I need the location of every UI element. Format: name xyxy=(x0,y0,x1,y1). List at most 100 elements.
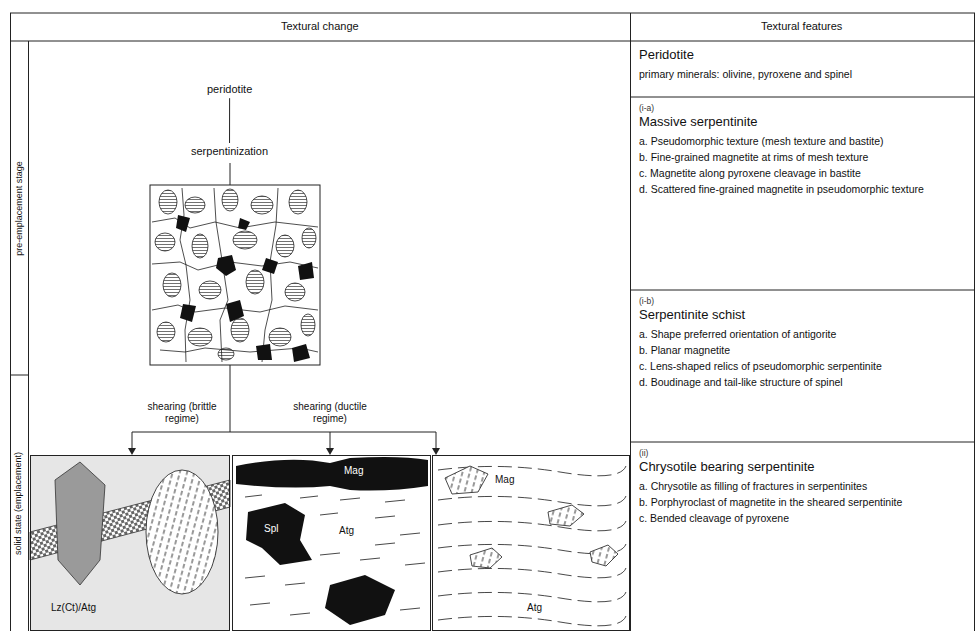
ductile-panel-art-part-part xyxy=(300,496,318,498)
stage-side-label: solid state (emplacement) xyxy=(13,452,24,555)
mineral-label: Mag xyxy=(493,474,516,486)
feature-item: a. Shape preferred orientation of antigo… xyxy=(639,328,964,341)
mesh-texture-part-part xyxy=(238,218,250,230)
feature-item: a. Chrysotile as filling of fractures in… xyxy=(639,480,964,493)
feature-cell: (ii)Chrysotile bearing serpentinitea. Ch… xyxy=(631,443,974,631)
mesh-texture-part-part xyxy=(292,344,310,362)
feature-cell: (i-a)Massive serpentinitea. Pseudomorphi… xyxy=(631,98,974,290)
mesh-texture-part-part xyxy=(302,228,316,248)
table-frame-part xyxy=(630,13,631,631)
feature-item: b. Porphyroclast of magnetite in the she… xyxy=(639,496,964,509)
ductile-panel-art-part-part xyxy=(245,495,262,497)
brittle-panel-art-part xyxy=(55,462,105,585)
mesh-texture xyxy=(150,185,320,365)
process-label: shearing (ductile regime) xyxy=(282,401,378,425)
chrysotile-panel-art-part-part xyxy=(590,545,618,566)
chrysotile-panel-art-part xyxy=(438,466,626,626)
chrysotile-panel-art-part xyxy=(432,455,630,631)
table-frame-part xyxy=(10,41,975,42)
ductile-panel-art-part xyxy=(246,503,312,565)
cell-heading: Peridotite xyxy=(639,47,964,63)
arrow-head-part xyxy=(128,448,136,455)
mesh-texture-part xyxy=(150,185,320,365)
chrysotile-panel-art-part-part xyxy=(445,466,488,494)
table-frame-part xyxy=(630,97,975,98)
ductile-panel-art-part xyxy=(236,457,428,491)
mesh-texture-part-part xyxy=(262,188,278,362)
brittle-panel-art xyxy=(30,455,230,631)
mesh-texture-part-part xyxy=(256,344,272,360)
mesh-texture-part-part xyxy=(216,255,236,276)
mesh-texture-part-part xyxy=(188,328,212,346)
table-frame-part xyxy=(10,13,11,631)
flow-line-part xyxy=(230,163,231,185)
flow-line-part xyxy=(132,432,436,433)
ductile-panel-art-part-part xyxy=(375,516,395,518)
mesh-texture-part-part xyxy=(301,314,315,336)
table-frame-part xyxy=(974,13,975,631)
mesh-texture-part-part xyxy=(251,196,273,214)
mesh-texture-part-part xyxy=(199,281,221,299)
brittle-panel-art-part xyxy=(30,455,230,631)
process-label: shearing (brittle regime) xyxy=(136,401,228,425)
mesh-texture-part-part xyxy=(289,190,307,214)
ductile-panel-art-part-part xyxy=(245,576,265,578)
ductile-panel-art-part xyxy=(232,455,431,631)
feature-item: c. Magnetite along pyroxene cleavage in … xyxy=(639,167,964,180)
mesh-texture-part-part xyxy=(159,190,177,214)
feature-item: c. Bended cleavage of pyroxene xyxy=(639,512,964,525)
table-frame-part xyxy=(10,375,28,376)
chrysotile-panel-art-part-part xyxy=(438,616,626,626)
mesh-texture-part-part xyxy=(180,188,190,362)
mesh-texture-part-part xyxy=(269,328,291,346)
mesh-texture-part-part xyxy=(231,318,249,342)
mesh-texture-part-part xyxy=(176,215,190,232)
chrysotile-panel-art-part-part xyxy=(438,592,626,602)
ductile-panel-art-part-part xyxy=(250,603,270,605)
ductile-panel-art-part xyxy=(325,575,395,625)
column-header: Textural change xyxy=(281,20,359,33)
arrow-head-part xyxy=(432,448,440,455)
mesh-texture-part-part xyxy=(163,273,181,297)
ductile-panel-art-part-part xyxy=(385,500,405,502)
arrow-head xyxy=(128,448,440,455)
ductile-panel-art-part-part xyxy=(400,533,420,535)
mesh-texture-part-part xyxy=(246,270,264,294)
mesh-texture-part-part xyxy=(298,262,314,280)
mesh-texture-part-part xyxy=(192,234,208,258)
ductile-panel-art-part-part xyxy=(320,513,338,515)
mineral-label: Atg xyxy=(337,525,356,537)
stage-label: peridotite xyxy=(207,83,252,96)
ductile-panel-art-part-part xyxy=(375,543,395,545)
column-header: Textural features xyxy=(761,20,842,33)
flow-line-part xyxy=(230,365,231,432)
connector-line xyxy=(229,98,230,143)
texture-panel: MagAtgSpl xyxy=(232,455,431,631)
mineral-label: Mag xyxy=(342,465,365,477)
feature-cell: Peridotite primary minerals: olivine, pyr… xyxy=(631,42,974,97)
chrysotile-panel-art-part xyxy=(445,466,618,568)
ductile-panel-art xyxy=(232,455,431,631)
texture-panel: Lz(Ct)/Atg xyxy=(30,455,230,631)
ductile-panel-art-part-part xyxy=(290,613,310,615)
ductile-panel-art-part-part xyxy=(400,608,420,610)
table-frame-part xyxy=(28,41,29,631)
mineral-label: Lz(Ct)/Atg xyxy=(49,602,98,614)
cell-text: primary minerals: olivine, pyroxene and … xyxy=(639,68,964,81)
ductile-panel-art-part-part xyxy=(320,553,340,555)
chrysotile-panel-art-part-part xyxy=(438,568,626,578)
feature-item: b. Fine-grained magnetite at rims of mes… xyxy=(639,151,964,164)
stage-label: serpentinization xyxy=(191,145,268,158)
mesh-texture-part xyxy=(155,189,316,360)
flow-line-part xyxy=(132,432,133,449)
flow-line xyxy=(132,163,436,449)
arrow-head-part xyxy=(326,448,334,455)
cell-heading: Chrysotile bearing serpentinite xyxy=(639,459,964,475)
case-number: (i-b) xyxy=(639,296,964,307)
case-number: (i-a) xyxy=(639,103,964,114)
chrysotile-panel-art-part-part xyxy=(470,548,502,568)
feature-item: a. Pseudomorphic texture (mesh texture a… xyxy=(639,135,964,148)
